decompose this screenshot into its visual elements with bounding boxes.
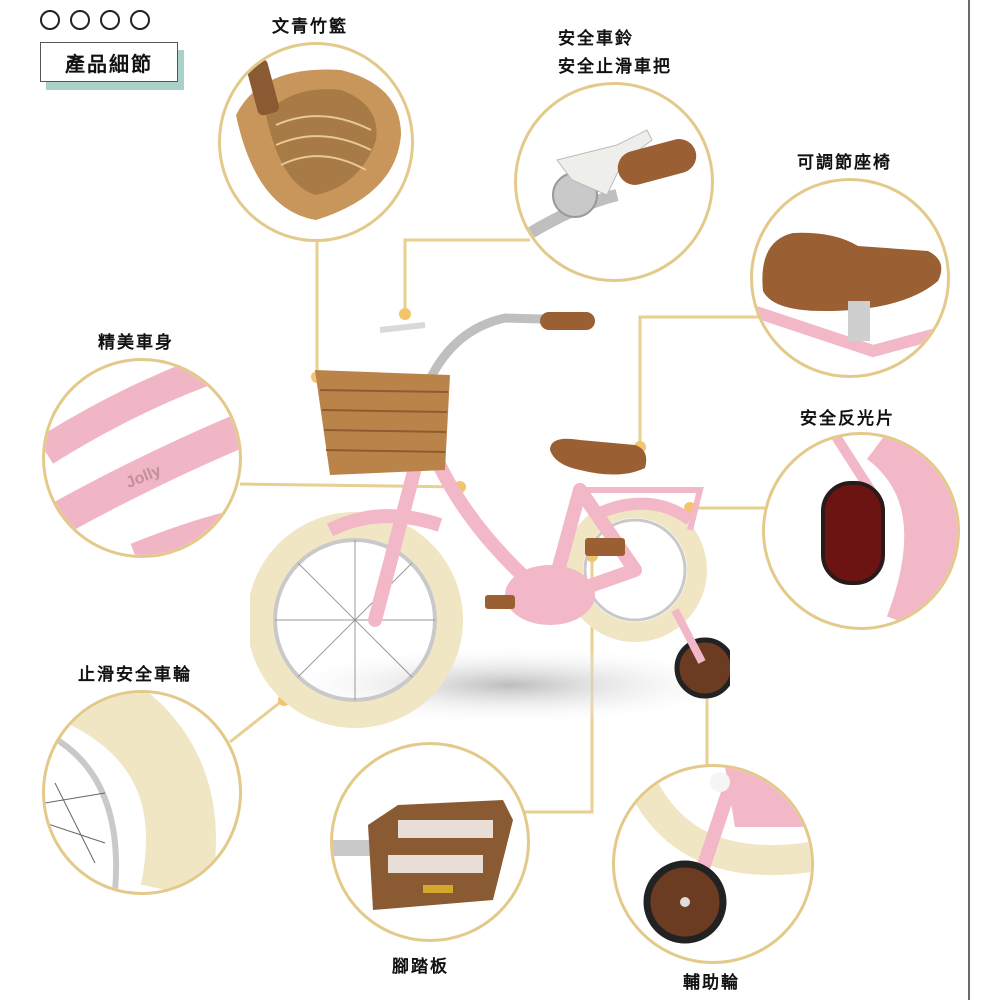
feature-label-frame: 精美車身 bbox=[98, 333, 174, 353]
pedal-closeup-image bbox=[333, 800, 513, 910]
page-title: 產品細節 bbox=[40, 42, 178, 82]
feature-label-seat: 可調節座椅 bbox=[797, 153, 892, 173]
step-dot bbox=[100, 10, 120, 30]
training-wheel-closeup-image bbox=[620, 767, 811, 944]
feature-circle-seat bbox=[750, 178, 950, 378]
feature-circle-bell bbox=[514, 82, 714, 282]
feature-label-pedal: 腳踏板 bbox=[392, 957, 449, 977]
feature-label-training-wheel: 輔助輪 bbox=[683, 973, 740, 993]
step-indicator bbox=[40, 10, 150, 30]
page-edge-divider bbox=[968, 0, 970, 1000]
feature-label-bell: 安全車鈴 bbox=[558, 29, 634, 49]
bike-image bbox=[250, 312, 730, 728]
feature-circle-tire bbox=[42, 690, 242, 895]
feature-circle-training-wheel bbox=[612, 764, 814, 964]
frame-closeup-image: Jolly bbox=[45, 361, 239, 555]
feature-circle-pedal bbox=[330, 742, 530, 942]
feature-label-basket: 文青竹籃 bbox=[272, 17, 348, 37]
feature-label-grip: 安全止滑車把 bbox=[558, 57, 672, 77]
basket-closeup-image bbox=[236, 59, 401, 220]
feature-circle-basket bbox=[218, 42, 414, 242]
feature-label-reflector: 安全反光片 bbox=[800, 409, 895, 429]
reflector-closeup-image bbox=[821, 435, 957, 627]
tire-closeup-image bbox=[45, 693, 216, 892]
step-dot bbox=[40, 10, 60, 30]
feature-circle-frame: Jolly bbox=[42, 358, 242, 558]
feature-label-tire: 止滑安全車輪 bbox=[78, 665, 192, 685]
step-dot bbox=[70, 10, 90, 30]
feature-circle-reflector bbox=[762, 432, 960, 630]
bell-grip-closeup-image bbox=[523, 129, 697, 241]
section-title: 產品細節 bbox=[40, 42, 184, 90]
seat-closeup-image bbox=[753, 232, 947, 358]
step-dot bbox=[130, 10, 150, 30]
